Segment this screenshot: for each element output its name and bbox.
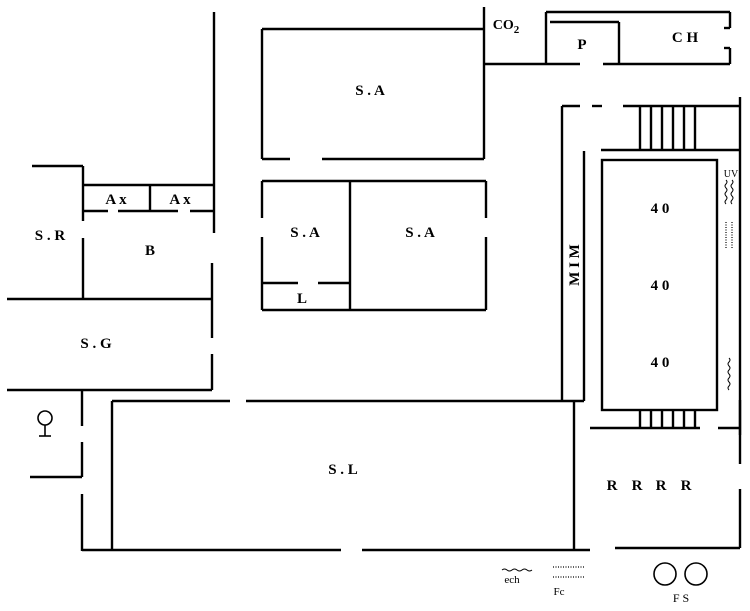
stairs-top [638, 106, 697, 150]
room-p-label: P [577, 37, 586, 53]
pool [600, 158, 719, 412]
room-r-label-2: R [632, 478, 643, 494]
room-co2-label: CO2 [493, 18, 520, 36]
room-ax1-label: A x [105, 192, 127, 208]
fc-dotted-icon [553, 566, 584, 578]
room-sa-mid-label: S . A [405, 225, 435, 241]
ech-wave-icon [501, 568, 533, 572]
uv-label: UV [724, 169, 739, 180]
room-r-label-3: R [656, 478, 667, 494]
room-sa-small-label: S . A [290, 225, 320, 241]
ech-label: ech [504, 574, 520, 586]
pool-label-1: 4 0 [651, 201, 670, 217]
room-sg-label: S . G [80, 336, 112, 352]
room-sr-label: S . R [35, 228, 66, 244]
room-mim-label: M I M [567, 244, 583, 286]
fs-label: F S [673, 591, 689, 605]
room-r-label-1: R [607, 478, 618, 494]
pool-label-3: 4 0 [651, 355, 670, 371]
stairs-bottom [638, 410, 697, 428]
female-symbol-icon [37, 410, 53, 437]
room-l-label: L [297, 291, 307, 307]
room-sa-top-label: S . A [355, 83, 385, 99]
walls [7, 7, 742, 552]
pool-label-2: 4 0 [651, 278, 670, 294]
fc-label: Fc [554, 586, 565, 598]
room-ax2-label: A x [169, 192, 191, 208]
room-b-label: B [145, 243, 155, 259]
room-ch-label: C H [672, 30, 699, 46]
uv-wave-icon [724, 179, 734, 391]
fs-circles-icon [653, 562, 708, 586]
room-r-label-4: R [681, 478, 692, 494]
room-sl-label: S . L [328, 462, 358, 478]
